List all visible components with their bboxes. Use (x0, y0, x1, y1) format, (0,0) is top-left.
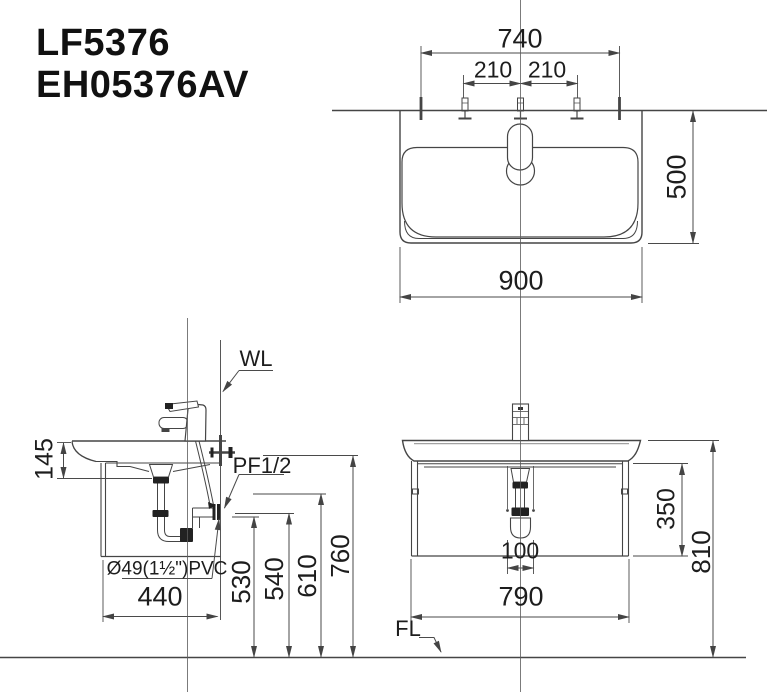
basin-bowl-outline (401, 146, 639, 238)
dim-500: 500 (661, 154, 692, 200)
cabinet-knob-left (412, 488, 419, 495)
faucet-lever-tip (165, 403, 173, 409)
dim-540: 540 (259, 557, 289, 601)
supply-hose (195, 440, 214, 506)
wall-anchor-right (570, 97, 584, 120)
faucet-spout-side (158, 417, 189, 429)
front-view-geometry (401, 403, 642, 557)
trap-wall-stub (192, 507, 214, 518)
plan-view-geometry (332, 97, 767, 244)
drain-nut-2 (152, 510, 169, 517)
trap-elbow (157, 529, 182, 542)
dim-740: 740 (497, 23, 543, 54)
pf-leader (224, 474, 284, 509)
side-view-geometry (71, 340, 235, 620)
dim-440: 440 (137, 581, 183, 612)
dim-350: 350 (652, 488, 681, 530)
faucet-lever (165, 400, 200, 413)
front-view-dimensions (410, 440, 719, 658)
dim-100: 100 (500, 537, 540, 564)
dim-900: 900 (498, 265, 544, 296)
dim-210-left: 210 (473, 56, 513, 83)
dim-810: 810 (686, 530, 716, 574)
side-view-dimensions (57, 370, 358, 658)
model-code-1: LF5376 (36, 22, 170, 64)
sink-front-face (71, 441, 97, 463)
wall-anchor-left (458, 97, 472, 120)
dim-790: 790 (498, 581, 544, 612)
label-fl: FL (395, 616, 421, 641)
dim-610: 610 (292, 554, 322, 598)
cabinet-knob-right (621, 488, 628, 495)
drain-nut-1 (153, 477, 169, 484)
model-code-2: EH05376AV (36, 64, 249, 106)
faucet-body-side (184, 403, 207, 442)
drain-flange-side (148, 464, 174, 478)
centerlines (187, 0, 521, 692)
fl-leader (419, 637, 442, 653)
supply-hose-end (208, 502, 216, 509)
faucet-body-top (506, 123, 534, 171)
label-pvc-drain: Ø49(1½")PVC (106, 558, 228, 580)
basin-rim-inner-line (404, 220, 638, 239)
dim-210-right: 210 (527, 56, 567, 83)
label-pf12: PF1/2 (232, 453, 292, 478)
label-wl: WL (239, 346, 273, 371)
faucet-aerator (161, 428, 170, 432)
dim-530: 530 (226, 560, 256, 604)
basin-outer-outline (399, 110, 643, 244)
pvc-leader (122, 518, 221, 579)
plan-view-dimensions (399, 46, 699, 303)
wl-leader (222, 370, 273, 393)
dim-760: 760 (325, 534, 355, 578)
trap-union-nut (180, 528, 193, 542)
sink-underside (96, 460, 211, 473)
trap-riser (192, 517, 200, 528)
dim-145: 145 (30, 438, 59, 480)
